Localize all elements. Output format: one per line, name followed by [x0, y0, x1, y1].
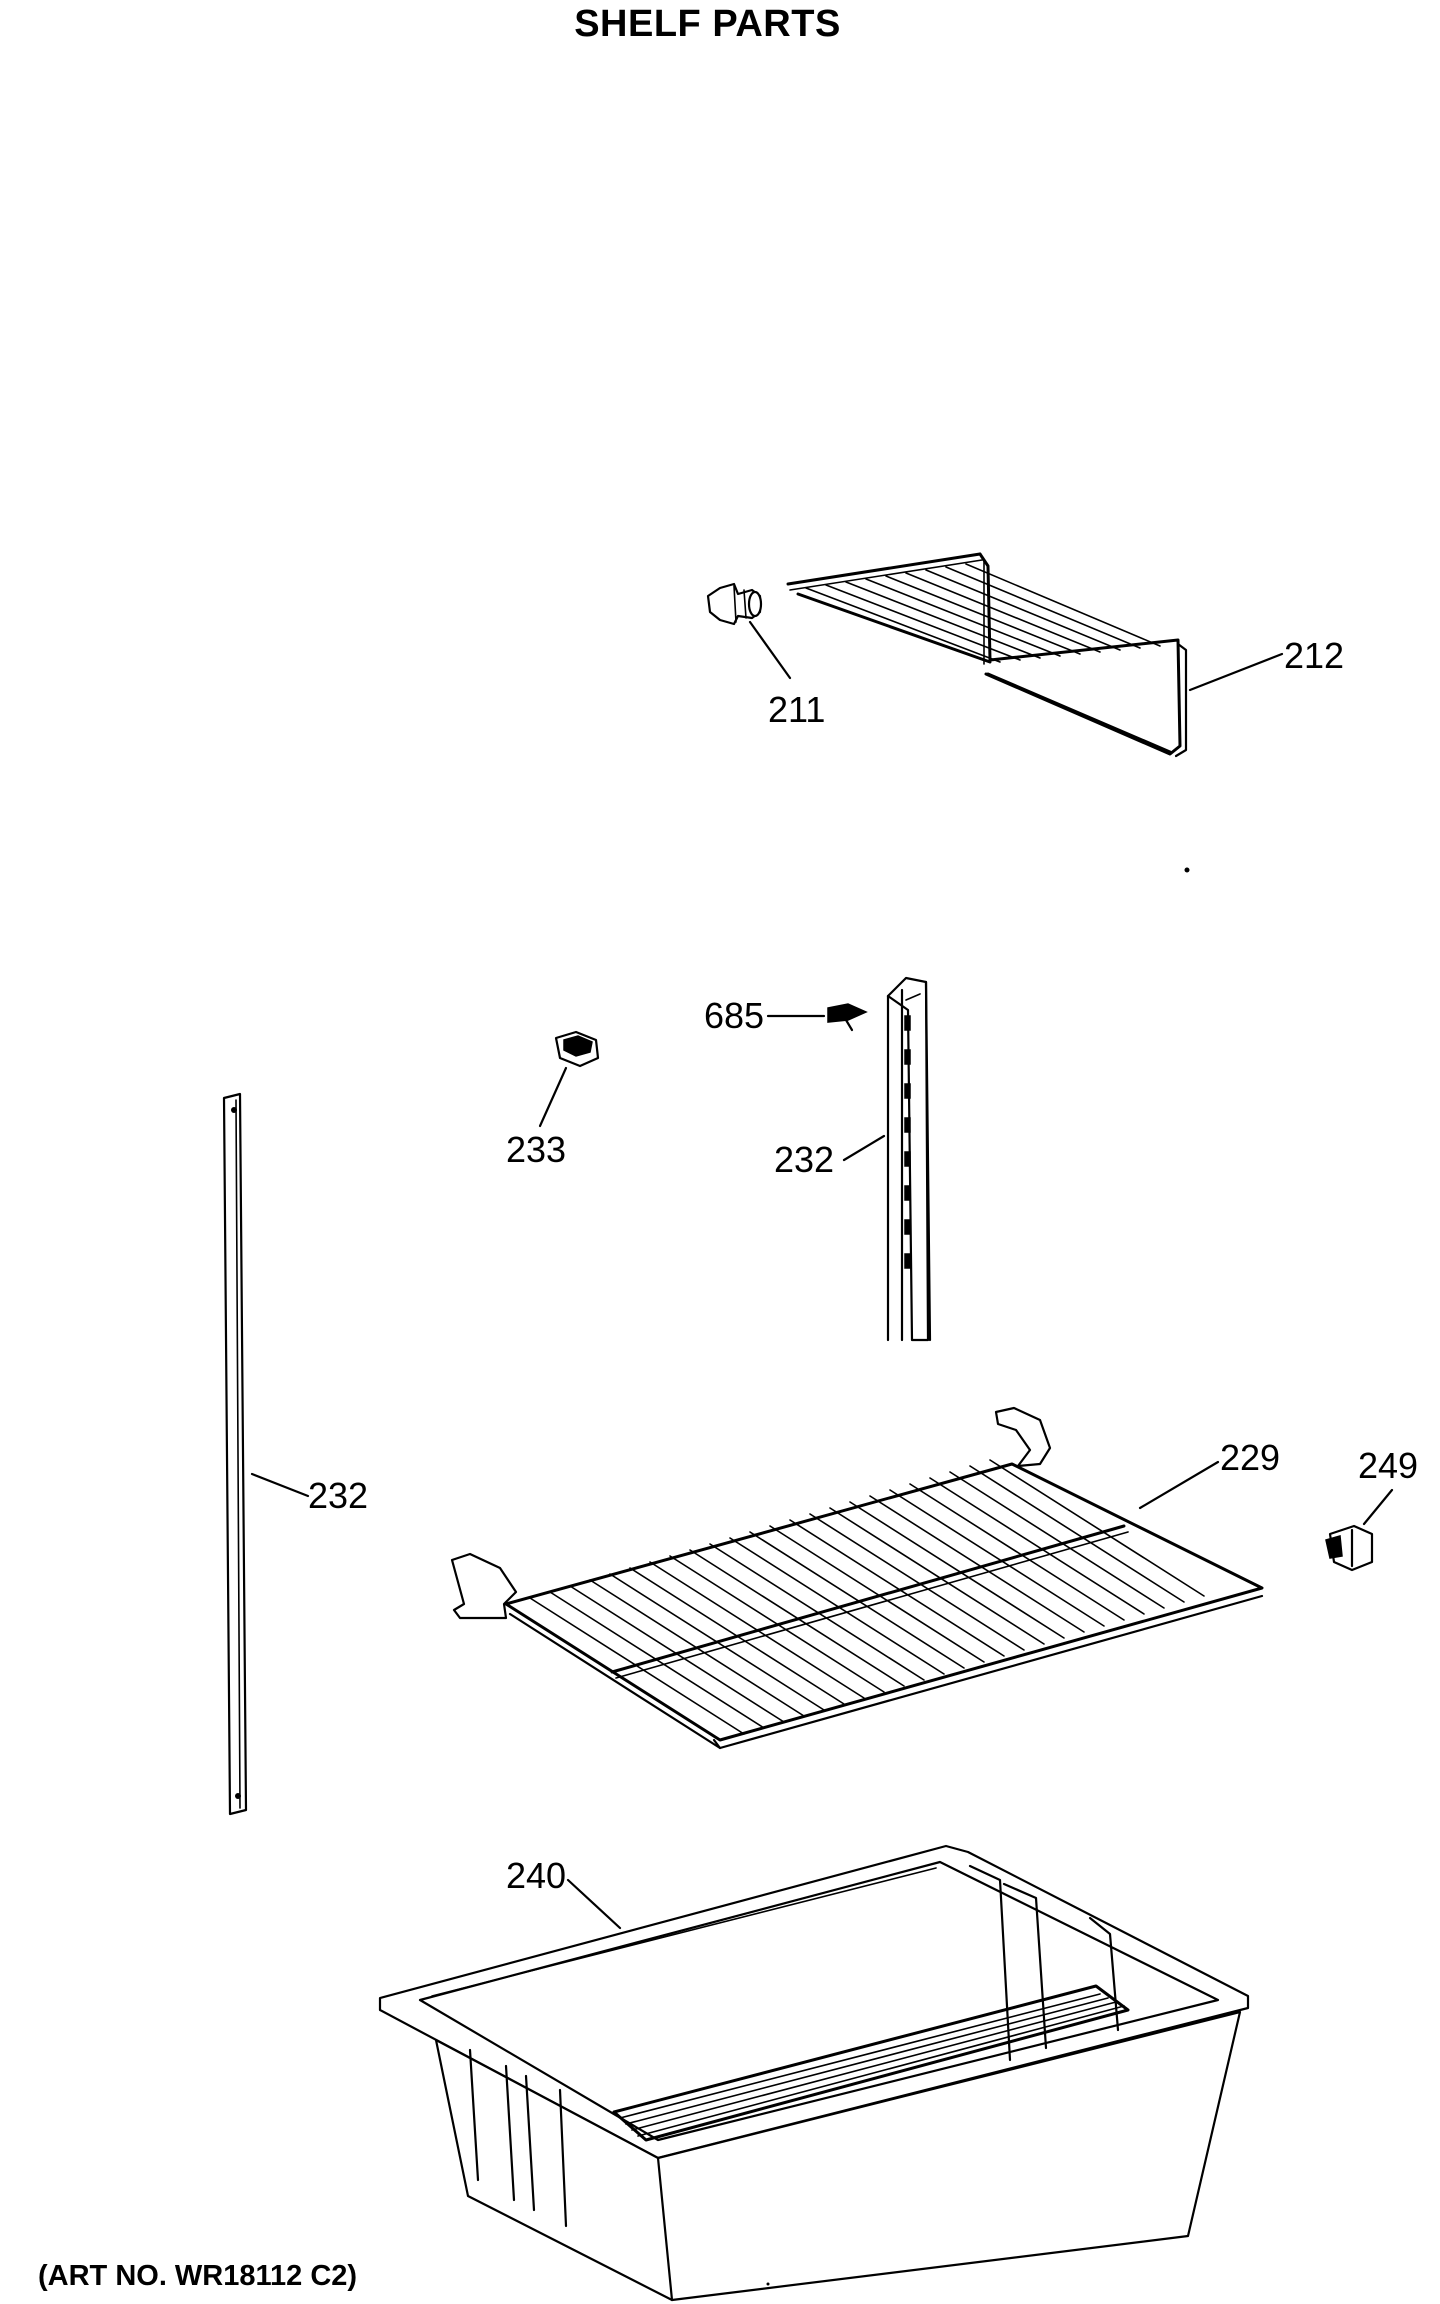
callout-249: 249	[1358, 1445, 1418, 1486]
speck	[1184, 867, 1190, 873]
part-212-small-wire-shelf	[786, 552, 1188, 758]
leader-229	[1138, 1460, 1220, 1510]
leader-240	[566, 1878, 622, 1930]
leader-249	[1362, 1488, 1394, 1526]
leader-232-center	[842, 1134, 886, 1162]
callout-232-center: 232	[774, 1139, 834, 1180]
part-233-shelf-clip	[554, 1030, 600, 1068]
part-685-screw	[827, 1003, 868, 1032]
part-211-shelf-stud	[706, 582, 763, 626]
part-240-crisper-pan	[378, 1844, 1250, 2302]
callout-229: 229	[1220, 1437, 1280, 1478]
leader-233	[538, 1066, 568, 1128]
callout-212: 212	[1284, 635, 1344, 676]
leader-232-left	[250, 1472, 310, 1498]
callout-232-left: 232	[308, 1475, 368, 1516]
page-title: SHELF PARTS	[574, 3, 841, 45]
speck	[766, 2282, 770, 2286]
callout-240: 240	[506, 1855, 566, 1896]
leader-212	[1188, 652, 1284, 692]
leader-211	[748, 620, 792, 680]
callout-233: 233	[506, 1129, 566, 1170]
callout-211: 211	[768, 689, 825, 730]
part-232-center-rail	[886, 976, 932, 1342]
part-249-bracket	[1325, 1524, 1374, 1572]
part-232-left-rail	[222, 1092, 248, 1816]
part-229-large-wire-shelf	[450, 1406, 1264, 1750]
art-number-footer: (ART NO. WR18112 C2)	[38, 2260, 358, 2292]
callout-685: 685	[704, 995, 764, 1036]
